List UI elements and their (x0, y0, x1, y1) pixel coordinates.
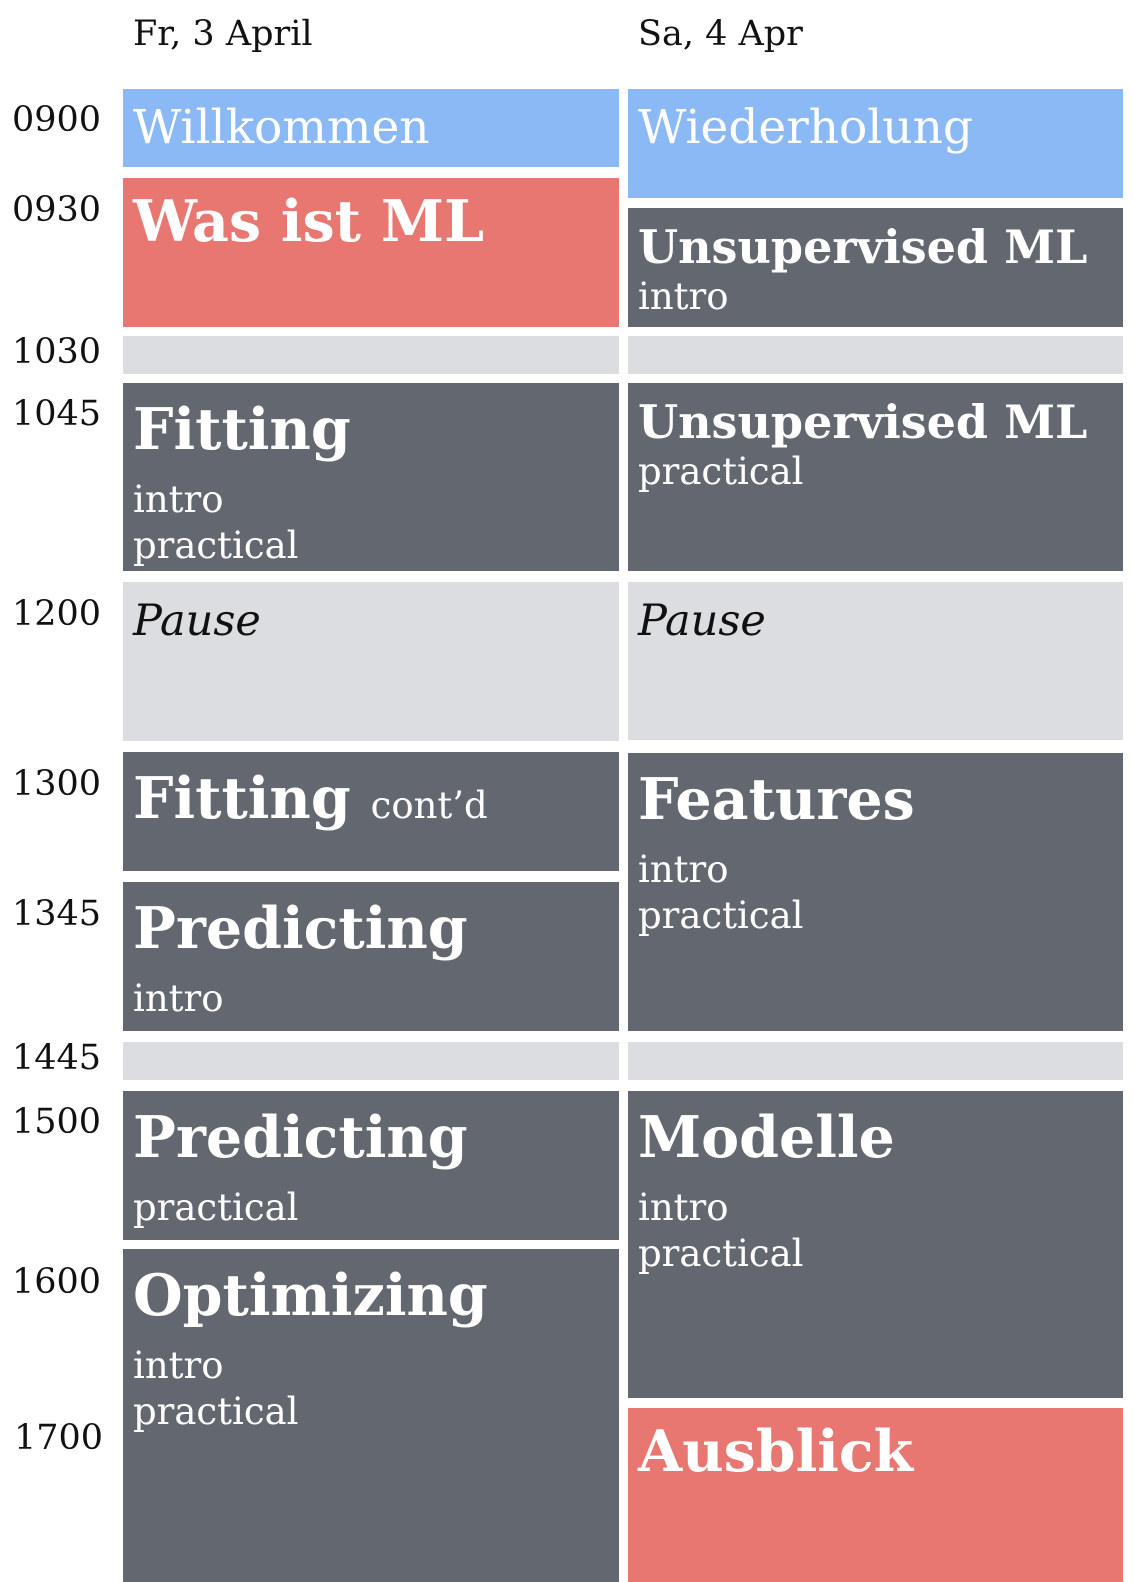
session-subtitle-practical: practical (133, 1390, 299, 1433)
session-unsupervised-intro[interactable]: Unsupervised ML intro (628, 208, 1123, 327)
session-willkommen[interactable]: Willkommen (123, 89, 619, 167)
session-title: Wiederholung (638, 100, 973, 155)
session-title: Unsupervised ML (638, 395, 1088, 449)
time-label-1445: 1445 (12, 1038, 102, 1078)
session-subtitle-intro: intro (638, 1186, 729, 1229)
break-1445-day2 (628, 1042, 1123, 1080)
time-label-1200: 1200 (12, 594, 102, 634)
session-subtitle-intro: intro (133, 478, 224, 521)
session-subtitle-practical: practical (133, 524, 299, 567)
session-title: Fitting (133, 765, 351, 832)
break-1445-day1 (123, 1042, 619, 1080)
session-title: Willkommen (133, 100, 430, 155)
time-label-1030: 1030 (12, 332, 102, 372)
session-title: Predicting (133, 895, 468, 962)
session-was-ist-ml[interactable]: Was ist ML (123, 178, 619, 327)
session-title: Optimizing (133, 1262, 488, 1329)
time-label-1345: 1345 (12, 894, 102, 934)
session-fitting[interactable]: Fitting intro practical (123, 383, 619, 571)
session-subtitle-intro: intro (638, 848, 729, 891)
time-label-1300: 1300 (12, 764, 102, 804)
pause-day1: Pause (123, 582, 619, 741)
session-title: Features (638, 766, 915, 833)
session-predicting-intro[interactable]: Predicting intro (123, 882, 619, 1031)
session-title-row: Fitting cont’d (133, 752, 609, 853)
session-title-suffix: cont’d (370, 784, 488, 827)
time-label-1045: 1045 (12, 394, 102, 434)
time-label-1700: 1700 (14, 1418, 104, 1458)
session-title: Unsupervised ML (638, 220, 1088, 274)
session-optimizing[interactable]: Optimizing intro practical (123, 1249, 619, 1582)
break-1030-day2 (628, 336, 1123, 374)
session-features[interactable]: Features intro practical (628, 753, 1123, 1031)
day-header-friday: Fr, 3 April (133, 14, 313, 54)
time-label-0930: 0930 (12, 190, 102, 230)
session-title: Was ist ML (133, 188, 485, 255)
session-subtitle-practical: practical (638, 450, 804, 493)
time-label-0900: 0900 (12, 100, 102, 140)
session-subtitle-intro: intro (133, 977, 224, 1020)
session-wiederholung[interactable]: Wiederholung (628, 89, 1123, 198)
session-title: Modelle (638, 1104, 895, 1171)
session-subtitle-practical: practical (133, 1186, 299, 1229)
session-subtitle-practical: practical (638, 894, 804, 937)
time-label-1600: 1600 (12, 1262, 102, 1302)
session-title: Ausblick (638, 1418, 914, 1485)
session-title: Fitting (133, 396, 351, 463)
break-1030-day1 (123, 336, 619, 374)
pause-label: Pause (133, 596, 261, 646)
day-header-saturday: Sa, 4 Apr (638, 14, 803, 54)
session-predicting-practical[interactable]: Predicting practical (123, 1091, 619, 1240)
time-label-1500: 1500 (12, 1102, 102, 1142)
session-subtitle-practical: practical (638, 1232, 804, 1275)
session-subtitle-intro: intro (133, 1344, 224, 1387)
session-unsupervised-practical[interactable]: Unsupervised ML practical (628, 383, 1123, 571)
session-fitting-contd[interactable]: Fitting cont’d (123, 752, 619, 871)
session-ausblick[interactable]: Ausblick (628, 1408, 1123, 1582)
session-title: Predicting (133, 1104, 468, 1171)
pause-day2: Pause (628, 582, 1123, 740)
pause-label: Pause (638, 596, 766, 646)
session-modelle[interactable]: Modelle intro practical (628, 1091, 1123, 1398)
session-subtitle-intro: intro (638, 275, 729, 318)
